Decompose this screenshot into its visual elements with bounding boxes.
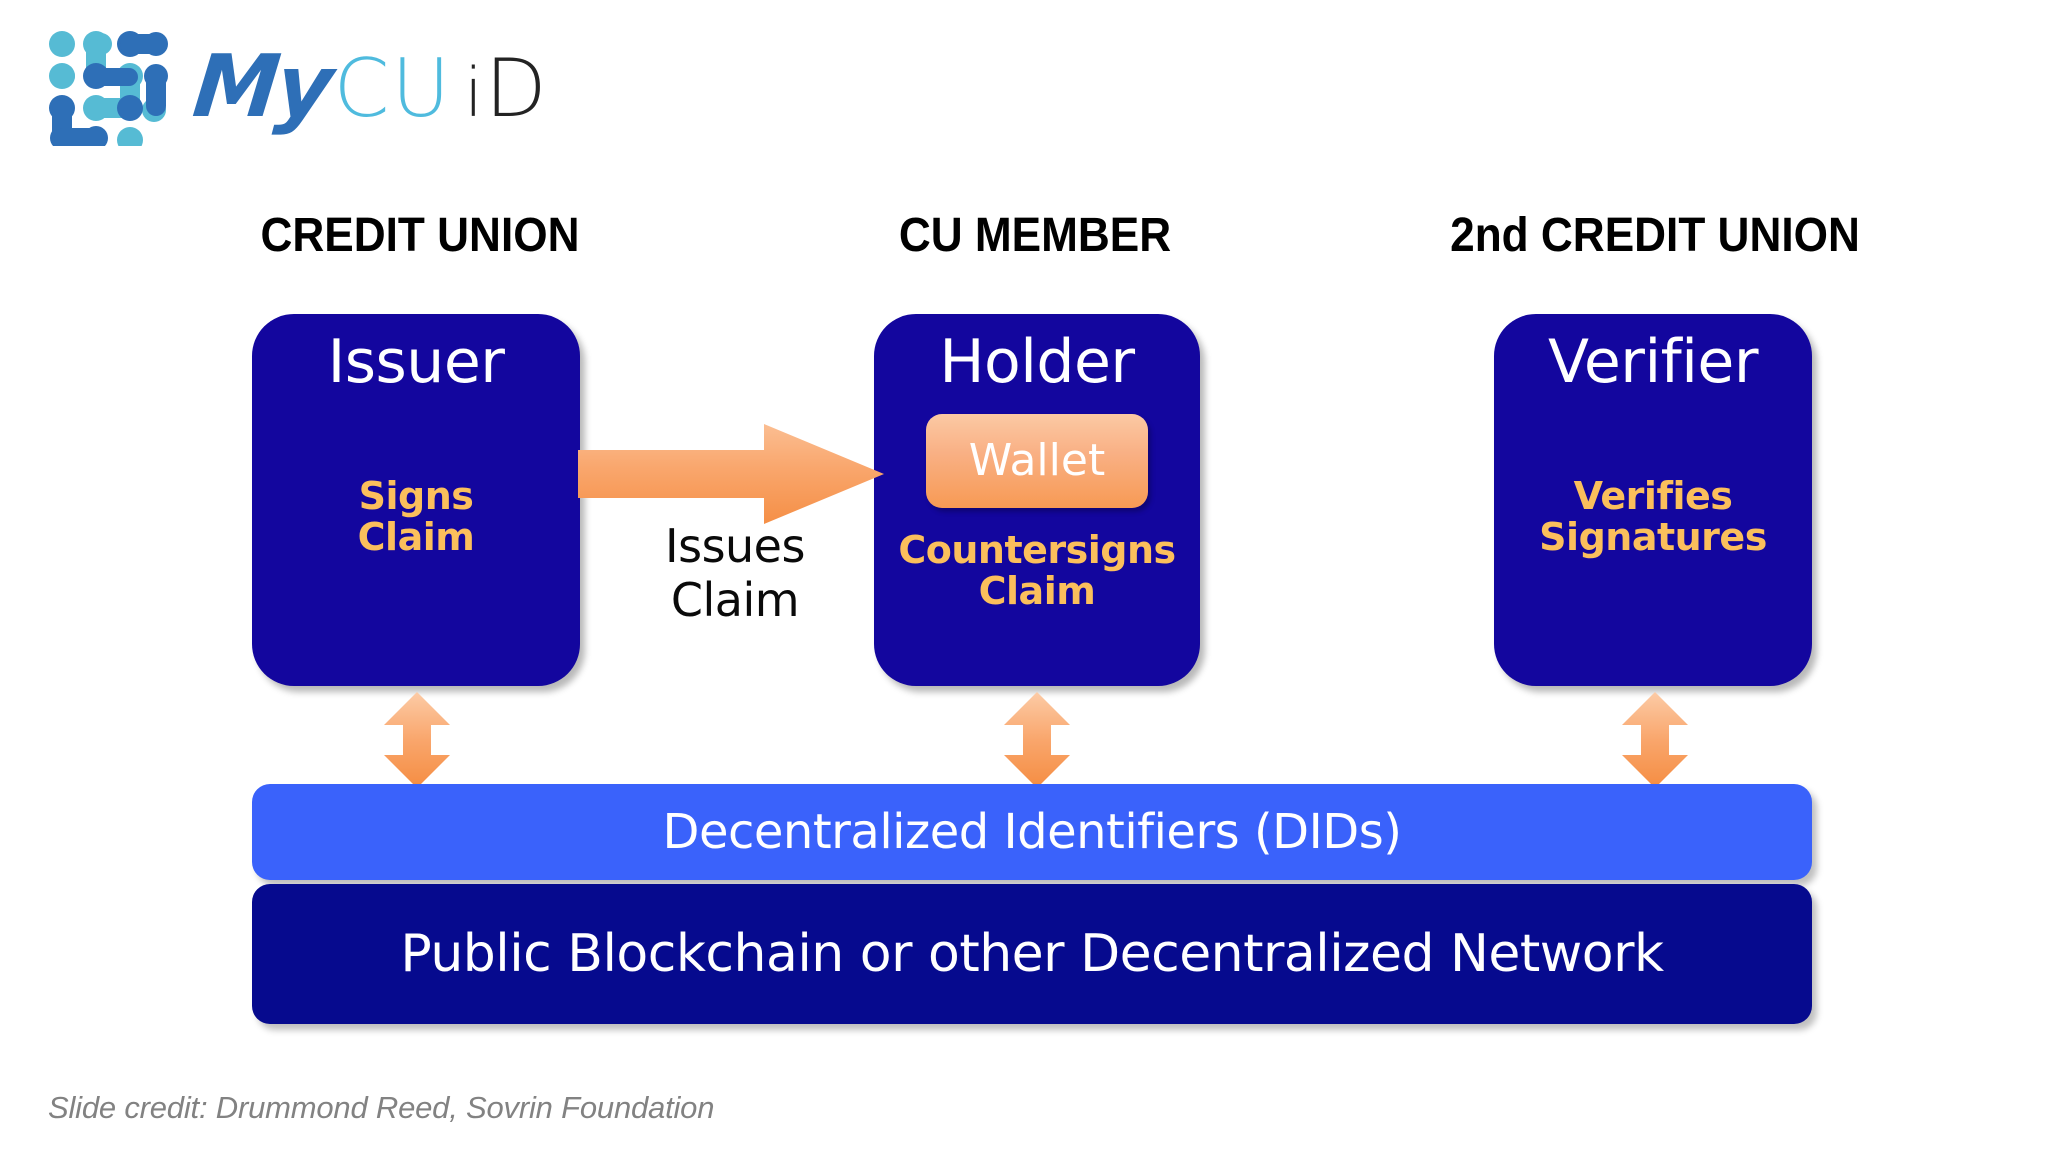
role-action-holder: Countersigns Claim [898, 528, 1176, 614]
brand-wordmark: My CU i D [189, 37, 547, 137]
up-down-arrow-icon-holder [998, 692, 1076, 788]
wallet-chip[interactable]: Wallet [926, 414, 1148, 508]
role-box-holder[interactable]: Holder Wallet Countersigns Claim [874, 314, 1200, 686]
role-title-verifier: Verifier [1547, 327, 1759, 397]
role-title-holder: Holder [939, 327, 1135, 397]
up-down-arrow-icon-verifier [1616, 692, 1694, 788]
role-title-issuer: Issuer [327, 327, 505, 397]
role-box-issuer[interactable]: Issuer Signs Claim [252, 314, 580, 686]
layer-bar-blockchain[interactable]: Public Blockchain or other Decentralized… [252, 884, 1812, 1024]
up-down-arrow-icon-issuer [378, 692, 456, 788]
wordmark-cu: CU [333, 42, 453, 135]
column-header-credit-union: CREDIT UNION [260, 209, 580, 262]
slide-credit-text: Slide credit: Drummond Reed, Sovrin Foun… [48, 1090, 715, 1125]
wordmark-my: My [188, 37, 335, 137]
layer-bar-dids[interactable]: Decentralized Identifiers (DIDs) [252, 784, 1812, 880]
column-header-second-credit-union: 2nd CREDIT UNION [1450, 209, 1860, 262]
mycuid-dot-grid-logo-icon [44, 28, 170, 146]
column-header-cu-member: CU MEMBER [898, 209, 1172, 262]
wordmark-i: i [464, 54, 483, 133]
wordmark-d: D [484, 42, 547, 135]
right-arrow-icon [578, 424, 884, 524]
role-action-issuer: Signs Claim [357, 474, 475, 560]
role-action-verifier: Verifies Signatures [1539, 474, 1767, 560]
issues-claim-label: Issues Claim [665, 519, 805, 627]
role-box-verifier[interactable]: Verifier Verifies Signatures [1494, 314, 1812, 686]
brand-logo: My CU i D [44, 28, 547, 146]
